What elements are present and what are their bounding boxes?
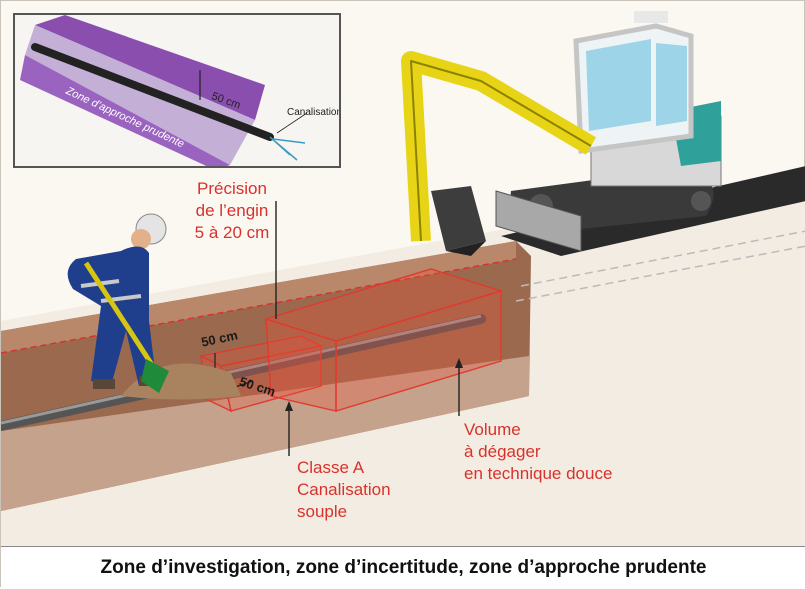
pipe-route-dash-2 [520, 230, 805, 287]
volume-label: Volume à dégager en technique douce [464, 420, 613, 483]
inset-zone-left [35, 15, 265, 120]
volume-arrowhead [455, 358, 463, 368]
trench-scene-illustration [1, 11, 805, 546]
inset-zone-inner [25, 25, 255, 165]
inset-diagram: Zone d’approche prudente 50 cm Canalisat… [13, 13, 341, 168]
pipe [1, 314, 486, 431]
class-a-label: Classe A Canalisation souple [297, 458, 391, 521]
inset-zone-right [20, 55, 230, 166]
mini-excavator [401, 11, 722, 256]
inset-pipe [31, 43, 274, 141]
inset-pipe-wires [269, 136, 306, 161]
worker [67, 213, 169, 393]
pipe-route-dash-1 [515, 245, 805, 302]
figure-caption: Zone d’investigation, zone d’incertitude… [1, 546, 805, 589]
class-a-arrowhead [285, 401, 293, 411]
incertitude-line [1, 258, 517, 354]
clearance-volume-box [263, 268, 504, 412]
pipe-highlight [1, 314, 482, 425]
trench-floor [1, 356, 529, 511]
inset-illustration [20, 15, 308, 166]
inset-pipe-label: Canalisation [287, 107, 341, 118]
inset-pipe-leader [276, 112, 308, 134]
machine-precision-label: Précision de l’engin 5 à 20 cm [194, 179, 270, 242]
